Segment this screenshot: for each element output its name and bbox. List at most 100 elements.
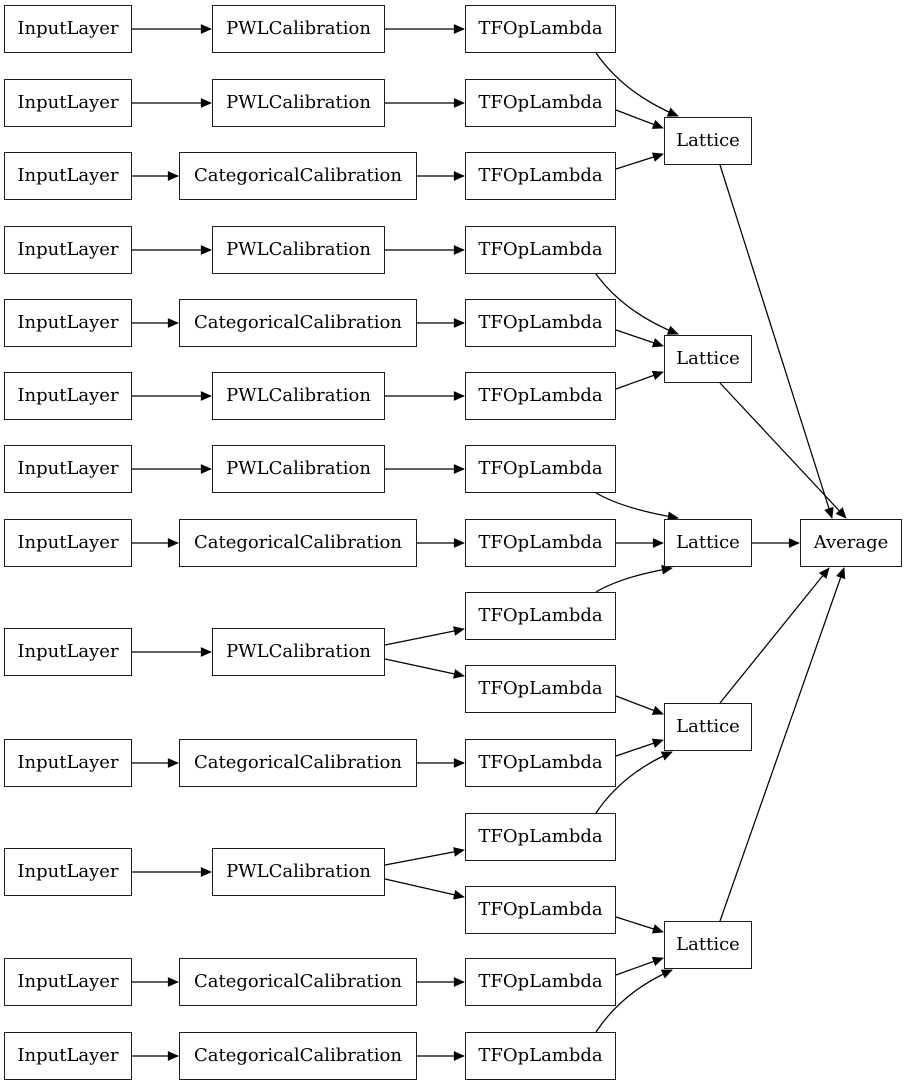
node-label: Lattice — [676, 532, 740, 553]
node-label: TFOpLambda — [478, 18, 603, 39]
graph-node-categorical-calibration: CategoricalCalibration — [179, 1032, 417, 1080]
graph-node-categorical-calibration: CategoricalCalibration — [179, 519, 417, 567]
graph-node-tf-op-lambda: TFOpLambda — [465, 1032, 616, 1080]
graph-node-input-layer: InputLayer — [4, 1032, 132, 1080]
node-label: Lattice — [676, 130, 740, 151]
node-label: TFOpLambda — [478, 678, 603, 699]
node-label: PWLCalibration — [226, 385, 371, 406]
node-label: CategoricalCalibration — [194, 165, 402, 186]
node-label: CategoricalCalibration — [194, 971, 402, 992]
node-label: InputLayer — [17, 239, 119, 260]
node-label: PWLCalibration — [226, 239, 371, 260]
node-label: InputLayer — [17, 532, 119, 553]
graph-node-tf-op-lambda: TFOpLambda — [465, 79, 616, 127]
graph-node-lattice: Lattice — [664, 117, 752, 165]
graph-edge — [615, 956, 664, 976]
node-label: CategoricalCalibration — [194, 312, 402, 333]
node-label: InputLayer — [17, 641, 119, 662]
graph-node-tf-op-lambda: TFOpLambda — [465, 592, 616, 640]
graph-node-tf-op-lambda: TFOpLambda — [465, 152, 616, 200]
graph-node-tf-op-lambda: TFOpLambda — [465, 813, 616, 861]
node-label: Lattice — [676, 348, 740, 369]
graph-edge — [384, 658, 465, 679]
graph-node-tf-op-lambda: TFOpLambda — [465, 665, 616, 713]
node-label: InputLayer — [17, 752, 119, 773]
node-label: InputLayer — [17, 165, 119, 186]
node-label: InputLayer — [17, 458, 119, 479]
graph-node-pwl-calibration: PWLCalibration — [212, 226, 385, 274]
graph-node-pwl-calibration: PWLCalibration — [212, 79, 385, 127]
graph-edge — [615, 916, 664, 934]
node-label: Lattice — [676, 934, 740, 955]
node-label: Average — [813, 532, 889, 553]
graph-edge — [595, 52, 679, 117]
node-label: TFOpLambda — [478, 826, 603, 847]
graph-edge — [384, 847, 465, 866]
graph-node-input-layer: InputLayer — [4, 739, 132, 787]
graph-node-lattice: Lattice — [664, 519, 752, 567]
graph-node-input-layer: InputLayer — [4, 299, 132, 347]
node-label: InputLayer — [17, 861, 119, 882]
node-label: InputLayer — [17, 312, 119, 333]
graph-node-pwl-calibration: PWLCalibration — [212, 5, 385, 53]
node-label: InputLayer — [17, 971, 119, 992]
graph-node-average: Average — [800, 519, 902, 567]
graph-edge — [615, 329, 664, 348]
graph-edge — [595, 564, 673, 593]
graph-node-pwl-calibration: PWLCalibration — [212, 445, 385, 493]
graph-edge — [384, 626, 465, 646]
graph-node-tf-op-lambda: TFOpLambda — [465, 886, 616, 934]
graph-node-tf-op-lambda: TFOpLambda — [465, 445, 616, 493]
graph-edge — [595, 969, 673, 1033]
node-label: TFOpLambda — [478, 458, 603, 479]
graph-edge — [595, 273, 679, 335]
graph-node-input-layer: InputLayer — [4, 958, 132, 1006]
node-label: TFOpLambda — [478, 239, 603, 260]
graph-edge — [719, 567, 830, 704]
graph-node-pwl-calibration: PWLCalibration — [212, 848, 385, 896]
graph-node-lattice: Lattice — [664, 335, 752, 383]
graph-node-tf-op-lambda: TFOpLambda — [465, 958, 616, 1006]
node-label: InputLayer — [17, 1045, 119, 1066]
graph-edge — [719, 567, 846, 922]
graph-node-input-layer: InputLayer — [4, 848, 132, 896]
node-label: PWLCalibration — [226, 861, 371, 882]
node-label: TFOpLambda — [478, 92, 603, 113]
graph-node-tf-op-lambda: TFOpLambda — [465, 226, 616, 274]
graph-edge — [615, 695, 664, 715]
node-label: CategoricalCalibration — [194, 1045, 402, 1066]
graph-node-input-layer: InputLayer — [4, 152, 132, 200]
graph-node-input-layer: InputLayer — [4, 445, 132, 493]
graph-edge — [595, 751, 673, 814]
node-label: TFOpLambda — [478, 605, 603, 626]
graph-edge — [719, 164, 834, 519]
graph-edge — [595, 492, 679, 522]
graph-node-input-layer: InputLayer — [4, 79, 132, 127]
graph-node-input-layer: InputLayer — [4, 519, 132, 567]
node-label: CategoricalCalibration — [194, 752, 402, 773]
graph-edge — [615, 109, 664, 129]
graph-node-tf-op-lambda: TFOpLambda — [465, 739, 616, 787]
graph-node-categorical-calibration: CategoricalCalibration — [179, 739, 417, 787]
node-label: PWLCalibration — [226, 458, 371, 479]
node-label: PWLCalibration — [226, 18, 371, 39]
node-label: TFOpLambda — [478, 532, 603, 553]
node-label: TFOpLambda — [478, 899, 603, 920]
graph-node-pwl-calibration: PWLCalibration — [212, 372, 385, 420]
node-label: TFOpLambda — [478, 165, 603, 186]
graph-edge — [615, 738, 664, 757]
graph-edge — [384, 878, 465, 900]
graph-node-tf-op-lambda: TFOpLambda — [465, 372, 616, 420]
node-label: Lattice — [676, 716, 740, 737]
node-label: TFOpLambda — [478, 1045, 603, 1066]
graph-node-tf-op-lambda: TFOpLambda — [465, 519, 616, 567]
graph-edge — [615, 370, 664, 390]
graph-node-input-layer: InputLayer — [4, 226, 132, 274]
node-label: TFOpLambda — [478, 971, 603, 992]
node-label: TFOpLambda — [478, 385, 603, 406]
node-label: TFOpLambda — [478, 752, 603, 773]
graph-node-pwl-calibration: PWLCalibration — [212, 628, 385, 676]
node-label: InputLayer — [17, 385, 119, 406]
graph-node-lattice: Lattice — [664, 703, 752, 751]
